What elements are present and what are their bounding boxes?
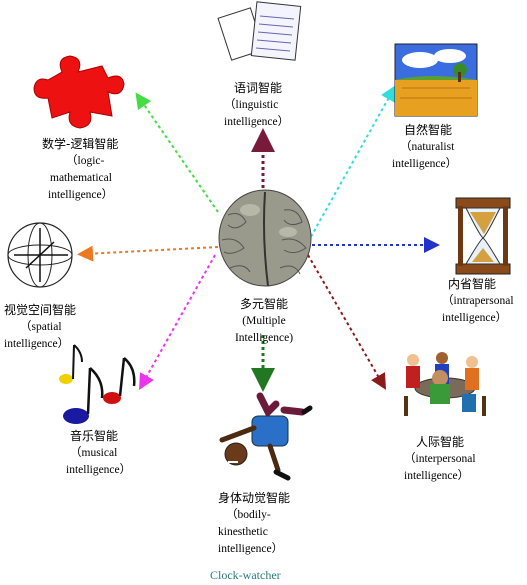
group-table-icon [404,352,486,416]
arrow-logic [135,92,219,213]
brain-icon [218,189,312,287]
interpersonal-title: 人际智能 [416,435,465,449]
logic-label: 数学-逻辑智能 （logic- mathematical intelligenc… [42,136,118,204]
arrow-spatial [77,245,219,262]
linguistic-label: 语词智能 （linguistic intelligence） [224,80,289,131]
spatial-en-line-1: （spatial [20,321,62,333]
naturalist-label: 自然智能 （naturalist intelligence） [392,122,457,173]
hourglass-icon [455,197,511,275]
arrow-musical [139,254,216,390]
gyroscope-icon [7,222,73,288]
intrapersonal-en-line-1: （intrapersonal [442,295,514,307]
intrapersonal-en-line-2: intelligence） [442,312,508,324]
center-label: 多元智能 (Multiple Intelligence) [216,296,312,347]
naturalist-en-line-1: （naturalist [400,141,455,153]
center-en-line-1: (Multiple [242,315,286,327]
papers-icon [217,1,302,61]
bodily-en-line-3: intelligence） [218,543,284,555]
interpersonal-en-line-1: （interpersonal [404,453,476,465]
naturalist-title: 自然智能 [404,123,453,137]
spatial-label: 视觉空间智能 （spatial intelligence） [4,302,76,353]
bodily-label: 身体动觉智能 （bodily- kinesthetic intelligence… [218,490,290,558]
naturalist-en-line-2: intelligence） [392,158,458,170]
arrow-naturalist [307,85,396,243]
center-title: 多元智能 [239,297,288,311]
bodily-en-line-2: kinesthetic [218,526,268,538]
breakdancer-icon [219,392,313,481]
center-en-line-2: Intelligence) [234,332,294,344]
intrapersonal-label: 内省智能 （intrapersonal intelligence） [442,276,514,327]
musical-title: 音乐智能 [70,429,119,443]
spatial-en-line-2: intelligence） [4,338,70,350]
landscape-icon [394,43,478,117]
logic-en-line-3: intelligence） [48,189,114,201]
musical-en-line-1: （musical [70,447,118,459]
puzzle-piece-icon [33,55,125,129]
linguistic-en-line-2: intelligence） [224,116,290,128]
logic-en-line-2: mathematical [50,172,112,184]
footer-credit: Clock-watcher [210,568,281,582]
arrow-interpersonal [307,254,387,390]
logic-title: 数学-逻辑智能 [42,137,119,151]
bodily-en-line-1: （bodily- [226,509,271,521]
musical-label: 音乐智能 （musical intelligence） [66,428,131,479]
interpersonal-label: 人际智能 （interpersonal intelligence） [404,434,476,485]
linguistic-en-line-1: （linguistic [224,99,279,111]
spatial-title: 视觉空间智能 [4,303,77,317]
logic-en-line-1: （logic- [66,155,105,167]
interpersonal-en-line-2: intelligence） [404,470,470,482]
bodily-title: 身体动觉智能 [218,491,291,505]
intrapersonal-title: 内省智能 [448,277,497,291]
music-notes-icon [59,344,136,424]
linguistic-title: 语词智能 [234,81,283,95]
musical-en-line-2: intelligence） [66,464,132,476]
